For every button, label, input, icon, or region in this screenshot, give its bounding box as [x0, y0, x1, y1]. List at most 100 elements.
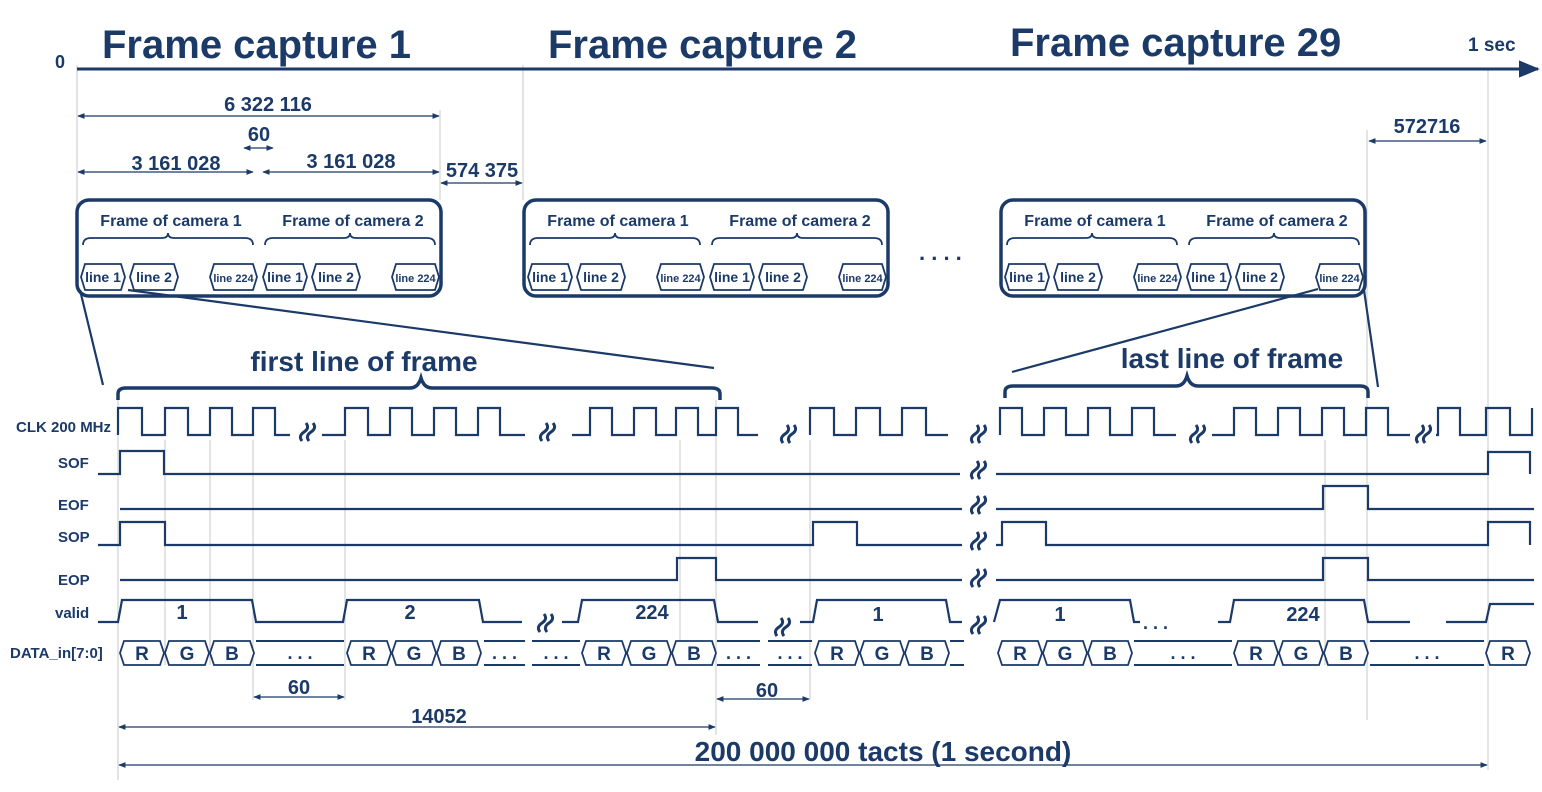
data-cell-g	[859, 640, 905, 666]
line-cell	[576, 263, 626, 291]
valid-waveform-seg-2	[562, 598, 758, 624]
data-cell-b	[671, 640, 717, 666]
valid-waveform-seg-3	[800, 598, 962, 624]
signal-sop-label: SOP	[58, 529, 90, 546]
zoom-line-right-1	[1011, 287, 1319, 374]
line-cell	[527, 263, 573, 291]
frame-box-outline	[999, 198, 1367, 298]
line-cell	[209, 263, 258, 291]
line-cell	[1004, 263, 1050, 291]
line-cell	[391, 263, 440, 291]
signal-clk-label: CLK 200 MHz	[16, 419, 111, 436]
line-cell-label: line 224	[213, 273, 254, 285]
break-stroke	[536, 613, 548, 633]
line-cell-label: line 2	[136, 269, 172, 285]
break-stroke	[1414, 424, 1426, 444]
bracket-last-line	[1003, 369, 1370, 398]
data-cell-b-label: B	[687, 644, 701, 665]
camera-1-brace	[82, 232, 254, 246]
data-gap-dots: . . .	[492, 643, 517, 663]
break-stroke	[305, 422, 317, 442]
line-cell	[656, 263, 705, 291]
data-cell-b-label: B	[1339, 644, 1353, 665]
dim-tail: 572716	[1394, 116, 1461, 138]
break-stroke	[969, 615, 981, 635]
camera-2-brace	[1188, 232, 1360, 246]
valid-label-1: 1	[176, 602, 187, 624]
frame-of-camera-1-label: Frame of camera 1	[1024, 213, 1166, 230]
zoom-line-left-2	[127, 288, 715, 370]
signal-eop-label: EOP	[58, 572, 90, 589]
clk-waveform-seg-6	[1212, 406, 1410, 437]
frame-boxes: Frame of camera 1 line 1 line 2 line 224 Fra…	[75, 198, 1367, 298]
eop-waveform-seg-2	[996, 556, 1534, 582]
data-cell-b-label: B	[225, 644, 239, 665]
valid-label-224: 224	[635, 602, 669, 624]
break-stroke	[543, 613, 555, 633]
valid-waveform-seg-6	[1446, 602, 1534, 624]
dim-line-len: 14052	[411, 706, 467, 728]
line-cell	[262, 263, 308, 291]
signal-data-label: DATA_in[7:0]	[10, 645, 103, 662]
break-marker	[779, 424, 798, 444]
data-gap-dots: . . .	[1170, 643, 1195, 663]
guide-lines	[76, 65, 1489, 780]
line-cell-label: line 224	[842, 273, 883, 285]
dim-inter-frame: 574 375	[446, 160, 518, 182]
break-stroke	[969, 495, 981, 515]
data-cell-r	[346, 640, 392, 666]
bracket-last-label: last line of frame	[1121, 343, 1344, 374]
data-gap-dots: . . .	[543, 643, 568, 663]
data-cell-b	[1323, 640, 1369, 666]
break-stroke	[976, 531, 988, 551]
zoom-line-right-2	[1362, 289, 1380, 388]
eof-waveform-seg-2	[996, 484, 1534, 511]
frame-of-camera-1-label: Frame of camera 1	[547, 213, 689, 230]
data-cell-r	[119, 640, 165, 666]
line-cell-label: line 1	[714, 269, 750, 285]
frame-of-camera-2-label: Frame of camera 2	[1206, 213, 1348, 230]
data-cell-g-label: G	[642, 644, 657, 665]
eop-waveform-seg-1	[120, 556, 962, 582]
line-cell	[758, 263, 808, 291]
bracket-first-line	[116, 371, 722, 400]
line-cell-label: line 1	[1009, 269, 1045, 285]
data-cell-g-label: G	[407, 644, 422, 665]
data-cell-g	[164, 640, 210, 666]
line-cell-label: line 2	[318, 269, 354, 285]
break-marker	[1188, 424, 1207, 444]
line-cell-label: line 1	[532, 269, 568, 285]
data-cell-b	[436, 640, 482, 666]
data-cell-r	[997, 640, 1043, 666]
line-cell-label: line 224	[1319, 273, 1360, 285]
break-stroke	[1421, 424, 1433, 444]
line-cell-label: line 2	[765, 269, 801, 285]
line-cell-label: line 2	[1242, 269, 1278, 285]
frame-box-outline	[75, 198, 443, 298]
data-cell-g-label: G	[1294, 644, 1309, 665]
line-cell	[1133, 263, 1182, 291]
frame-box-outline	[522, 198, 890, 298]
break-stroke	[976, 495, 988, 515]
line-cell	[1186, 263, 1232, 291]
break-stroke	[969, 424, 981, 444]
break-stroke	[779, 424, 791, 444]
line-cell-label: line 1	[267, 269, 303, 285]
data-cell-g	[1042, 640, 1088, 666]
line-cell-label: line 1	[85, 269, 121, 285]
signal-sof-label: SOF	[58, 455, 89, 472]
break-marker	[536, 613, 555, 633]
break-stroke	[976, 615, 988, 635]
break-marker	[969, 531, 988, 551]
line-cell-label: line 2	[583, 269, 619, 285]
between-frames-ellipsis: . . . .	[919, 240, 962, 265]
data-cell-b-label: B	[452, 644, 466, 665]
break-marker	[969, 495, 988, 515]
clk-waveform-seg-7	[1436, 406, 1534, 437]
frame-capture-1-title: Frame capture 1	[102, 23, 411, 67]
valid-waveform-seg-1	[98, 598, 522, 624]
break-stroke	[969, 568, 981, 588]
break-marker	[969, 460, 988, 480]
data-cell-r	[1485, 640, 1531, 666]
